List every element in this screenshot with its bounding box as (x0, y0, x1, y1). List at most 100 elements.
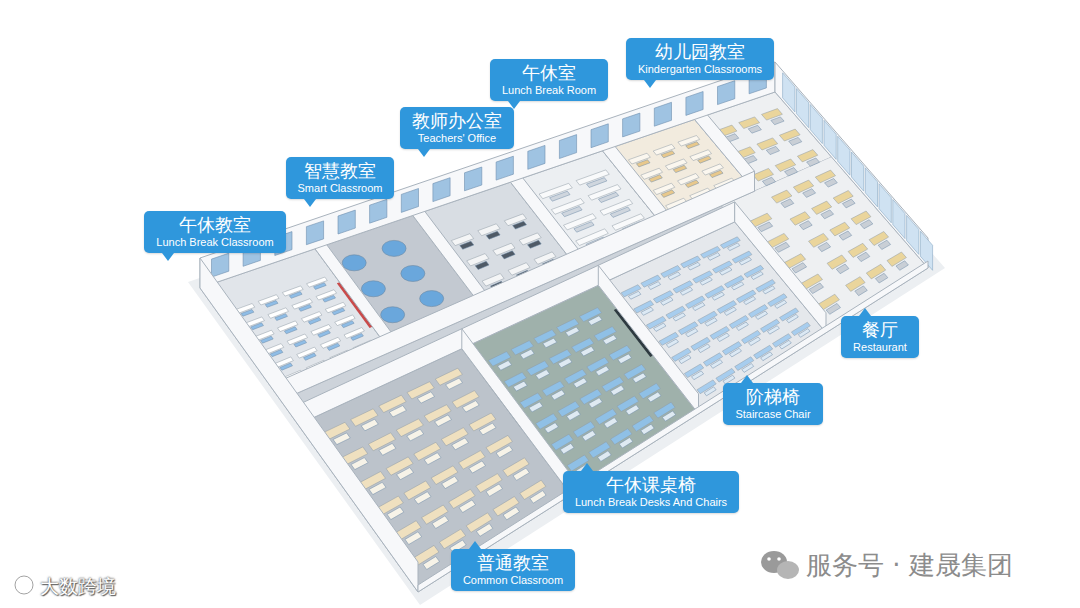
chair (604, 418, 618, 428)
chair (749, 337, 761, 346)
chair (596, 366, 610, 376)
chair (289, 292, 302, 299)
callout-box: 阶梯椅Staircase Chair (723, 383, 822, 425)
logo-ring (15, 576, 33, 594)
chair (351, 333, 364, 340)
chair (551, 390, 565, 400)
chair (332, 308, 345, 315)
window (528, 145, 545, 169)
chair (462, 401, 479, 413)
chair (588, 316, 602, 325)
chair (730, 348, 742, 357)
chair (562, 206, 582, 216)
round-table (401, 265, 425, 281)
chair (587, 178, 607, 188)
chair (626, 405, 640, 415)
chair (405, 532, 422, 545)
chair (475, 261, 489, 269)
chair (486, 231, 500, 239)
chair (775, 300, 787, 308)
chair (839, 231, 852, 240)
chair (763, 286, 775, 294)
watermark: 服务号 · 建晟集团 (806, 548, 1013, 583)
chair (698, 156, 711, 163)
room-name-english: Smart Classroom (298, 182, 383, 195)
callout-pointer (644, 80, 656, 88)
callout-pointer (304, 199, 316, 207)
wechat-eye (777, 557, 781, 561)
chair (351, 458, 368, 470)
window (496, 156, 513, 180)
chair (379, 443, 396, 455)
chair (679, 355, 691, 364)
room-name-english: Lunch Break Room (502, 84, 596, 97)
chair (857, 252, 870, 261)
callout-box: 教师办公室Teachers' Office (400, 107, 514, 149)
glass-window (907, 215, 919, 254)
chair (826, 303, 840, 314)
corridor-wall (298, 202, 735, 425)
chair (798, 329, 810, 338)
window (465, 167, 482, 191)
chair (668, 272, 680, 280)
room-name: 午休教室 (156, 214, 273, 236)
chair (369, 482, 386, 494)
callout-box: 智慧教室Smart Classroom (286, 157, 395, 199)
corridor-wall (281, 171, 755, 400)
chair (573, 378, 587, 388)
chair (280, 363, 293, 370)
brand-logo (15, 576, 33, 594)
chair (799, 221, 812, 230)
chair (619, 438, 633, 449)
chair (720, 267, 732, 275)
chair (275, 314, 288, 321)
chair (582, 431, 596, 441)
chair (342, 321, 355, 328)
glass-window (879, 184, 891, 223)
chair (685, 180, 698, 188)
chair (836, 264, 849, 274)
chair (543, 338, 557, 348)
chair (323, 295, 336, 302)
chair (636, 160, 650, 167)
chair (803, 189, 816, 198)
chair (751, 272, 763, 280)
chair (673, 313, 685, 321)
chair (435, 415, 452, 427)
window (591, 124, 608, 148)
chair (530, 491, 546, 504)
glass-window (824, 120, 836, 159)
chair (610, 207, 630, 217)
chair (333, 433, 350, 445)
chair (878, 240, 890, 249)
chair (299, 305, 312, 312)
chair (560, 443, 574, 454)
chair (565, 327, 579, 336)
wechat-eye (767, 557, 771, 561)
chair (744, 296, 756, 304)
chair (327, 343, 340, 350)
chair (446, 378, 463, 389)
chair (567, 410, 581, 420)
chair (673, 165, 687, 172)
window (623, 113, 640, 137)
logo-ring (15, 576, 33, 594)
window (306, 221, 323, 245)
chair (739, 257, 751, 265)
room-name: 教师办公室 (412, 110, 502, 132)
chair (758, 222, 773, 232)
chair (693, 303, 705, 311)
callout-pointer (418, 149, 430, 157)
chair (698, 344, 710, 353)
chair (821, 210, 834, 219)
chair (855, 286, 868, 296)
chair (762, 177, 775, 186)
partition-wall (413, 196, 485, 311)
chair (513, 381, 527, 391)
chair (424, 453, 441, 465)
chair (717, 333, 729, 342)
window (718, 81, 735, 105)
chair (792, 263, 807, 273)
chair (661, 297, 673, 305)
glass-window (796, 89, 808, 128)
